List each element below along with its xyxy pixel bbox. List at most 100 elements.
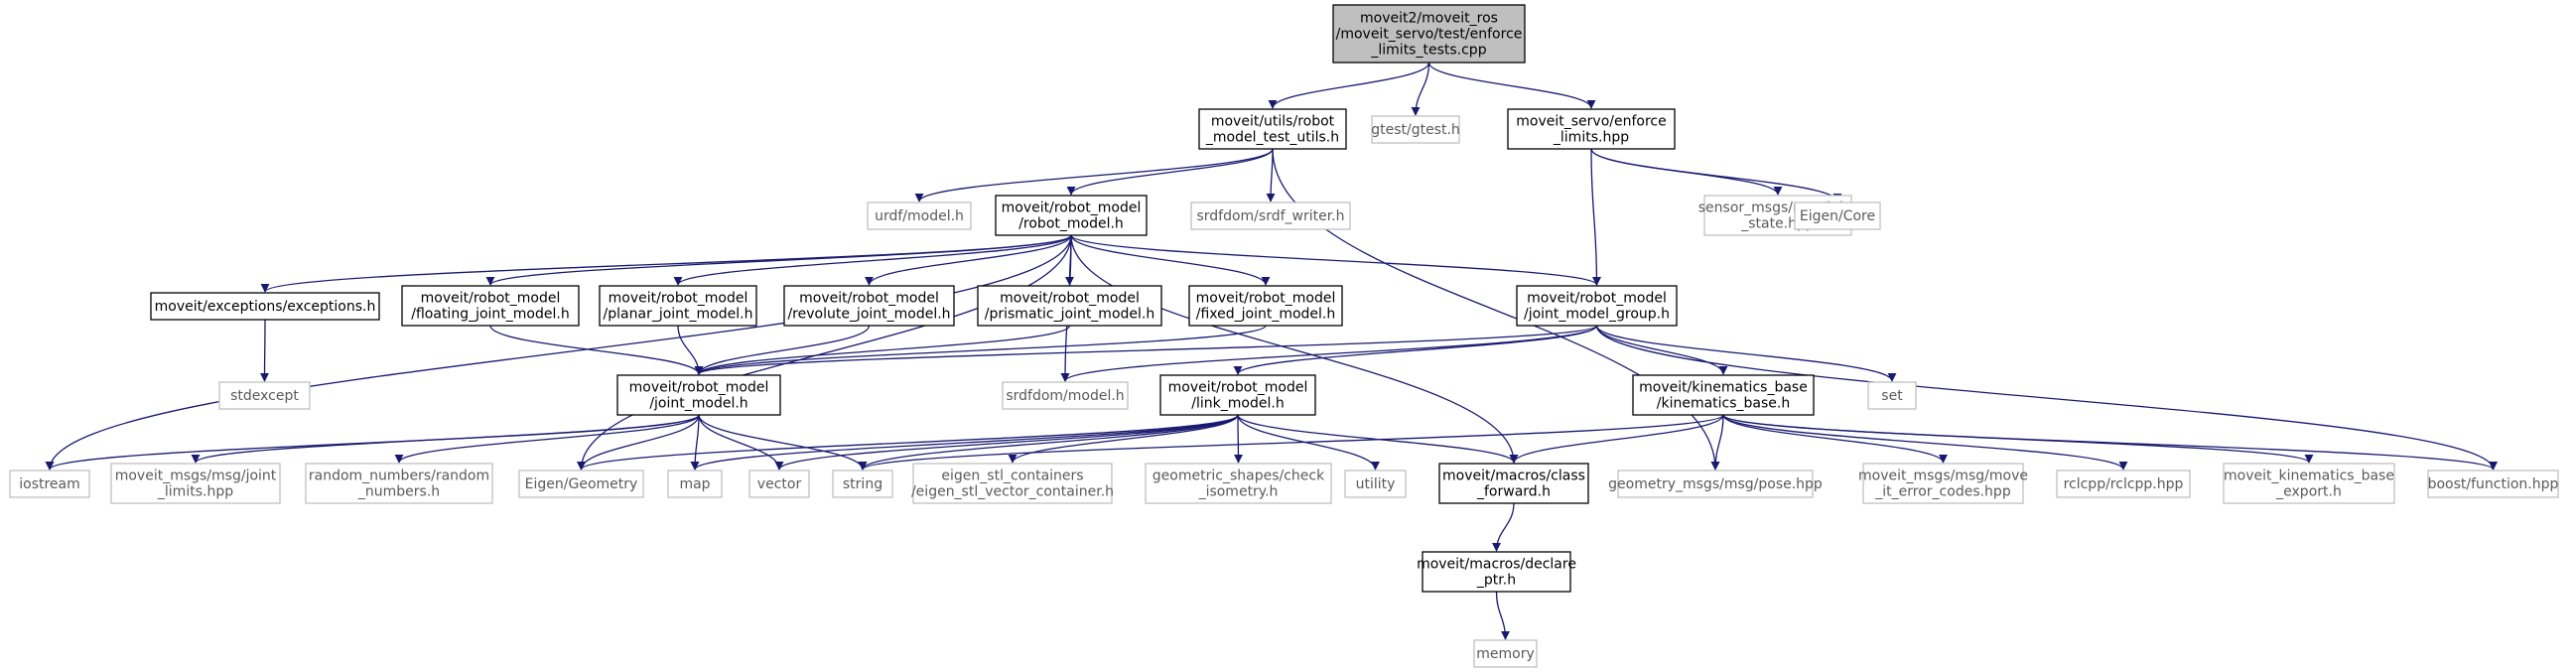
node-link-model[interactable]: moveit/robot_model/link_model.h	[1159, 374, 1316, 416]
node-check-isometry: geometric_shapes/check_isometry.h	[1145, 463, 1332, 504]
node-label: moveit/macros/class	[1442, 469, 1585, 484]
node-box	[1507, 108, 1676, 150]
node-box	[1344, 470, 1407, 498]
node-label: _limits_tests.cpp	[1370, 43, 1486, 59]
edge-kinematics-base-to-string	[858, 414, 1724, 470]
node-label: moveit_msgs/msg/move	[1858, 469, 2028, 484]
node-label: boost/function.hpp	[2428, 476, 2559, 492]
node-eigen-core: Eigen/Core	[1794, 202, 1881, 230]
node-exceptions[interactable]: moveit/exceptions/exceptions.h	[150, 292, 380, 321]
node-box	[867, 202, 972, 230]
edge-kinematics-base-to-pose	[1710, 414, 1724, 470]
node-box	[599, 285, 757, 327]
node-label: _forward.h	[1476, 484, 1551, 500]
node-label: rclcpp/rclcpp.hpp	[2064, 476, 2184, 492]
node-urdf-model: urdf/model.h	[867, 202, 972, 230]
node-label: /link_model.h	[1191, 396, 1284, 412]
edge-link-model-to-eigen-geometry	[577, 414, 1239, 470]
node-planar-joint[interactable]: moveit/robot_model/planar_joint_model.h	[599, 285, 757, 327]
node-label: _limits.hpp	[157, 484, 233, 500]
node-label: random_numbers/random	[309, 469, 489, 484]
node-floating-joint[interactable]: moveit/robot_model/floating_joint_model.…	[401, 285, 580, 327]
node-pose: geometry_msgs/msg/pose.hpp	[1608, 470, 1823, 498]
edge-declare-ptr-to-memory	[1495, 591, 1510, 640]
node-joint-limits: moveit_msgs/msg/joint_limits.hpp	[110, 463, 281, 504]
node-joint-model-group[interactable]: moveit/robot_model/joint_model_group.h	[1516, 285, 1678, 327]
node-class-forward[interactable]: moveit/macros/class_forward.h	[1438, 463, 1589, 504]
node-box	[9, 470, 90, 498]
edge-class-forward-to-declare-ptr	[1492, 502, 1515, 552]
node-box	[1190, 202, 1351, 230]
node-label: /planar_joint_model.h	[604, 307, 753, 323]
node-stdexcept: stdexcept	[218, 381, 311, 410]
node-string: string	[832, 470, 893, 498]
node-label: srdfdom/srdf_writer.h	[1196, 208, 1344, 224]
edge-joint-model-to-iostream	[45, 414, 700, 470]
node-label: /robot_model.h	[1018, 216, 1124, 232]
node-label: geometric_shapes/check	[1152, 469, 1325, 484]
node-label: moveit/robot_model	[1168, 380, 1308, 396]
node-box	[977, 285, 1162, 327]
node-box	[1632, 374, 1815, 416]
node-label: moveit/robot_model	[1000, 291, 1140, 307]
node-label: srdfdom/model.h	[1006, 388, 1124, 404]
node-box	[518, 470, 644, 498]
edge-robot-model-to-revolute-joint	[865, 234, 1072, 286]
node-label: moveit2/moveit_ros	[1360, 11, 1498, 27]
node-robot-model-test-utils[interactable]: moveit/utils/robot_model_test_utils.h	[1198, 108, 1347, 150]
node-root[interactable]: moveit2/moveit_ros/moveit_servo/test/enf…	[1332, 4, 1526, 64]
node-box	[1188, 285, 1343, 327]
edge-robot-model-test-utils-to-srdf-writer	[1266, 148, 1276, 202]
node-random-numbers: random_numbers/random_numbers.h	[305, 463, 493, 504]
node-label: /prismatic_joint_model.h	[985, 307, 1154, 323]
node-declare-ptr[interactable]: moveit/macros/declare_ptr.h	[1417, 551, 1576, 593]
node-box	[912, 463, 1113, 504]
node-joint-model[interactable]: moveit/robot_model/joint_model.h	[616, 374, 781, 416]
edge-kinematics-base-to-boost-function	[1722, 414, 2498, 470]
node-label: _numbers.h	[357, 484, 440, 500]
node-label: _ptr.h	[1476, 573, 1516, 589]
node-iostream: iostream	[9, 470, 90, 498]
node-label: moveit/robot_model	[799, 291, 939, 307]
node-kinematics-base[interactable]: moveit/kinematics_base/kinematics_base.h	[1632, 374, 1815, 416]
node-label: moveit_kinematics_base	[2224, 469, 2394, 484]
node-enforce-limits[interactable]: moveit_servo/enforce_limits.hpp	[1507, 108, 1676, 150]
edge-robot-model-to-iostream	[45, 234, 1072, 470]
node-label: _model_test_utils.h	[1205, 130, 1339, 146]
edge-enforce-limits-to-eigen-core	[1590, 148, 1842, 202]
node-box	[150, 292, 380, 321]
node-fixed-joint[interactable]: moveit/robot_model/fixed_joint_model.h	[1188, 285, 1343, 327]
node-label: /kinematics_base.h	[1657, 396, 1790, 412]
node-label: map	[679, 476, 710, 492]
edge-robot-model-test-utils-to-urdf-model	[914, 148, 1274, 202]
node-box	[667, 470, 723, 498]
node-box	[1862, 463, 2024, 504]
node-label: _export.h	[2275, 484, 2342, 500]
node-revolute-joint[interactable]: moveit/robot_model/revolute_joint_model.…	[783, 285, 955, 327]
node-kinematics-base-export: moveit_kinematics_base_export.h	[2223, 463, 2395, 504]
node-gtest: gtest/gtest.h	[1371, 115, 1460, 144]
edge-kinematics-base-to-move-it-error-codes	[1722, 414, 1948, 464]
node-box	[1794, 202, 1881, 230]
node-label: moveit/robot_model	[1196, 291, 1336, 307]
node-label: Eigen/Geometry	[525, 476, 638, 492]
node-eigen-stl: eigen_stl_containers/eigen_stl_vector_co…	[911, 463, 1114, 504]
node-label: moveit/robot_model	[609, 291, 748, 307]
edge-joint-model-group-to-link-model	[1233, 325, 1598, 375]
edge-joint-model-to-map	[690, 414, 700, 470]
node-label: moveit/robot_model	[629, 380, 769, 396]
node-box	[748, 470, 810, 498]
node-box	[2427, 470, 2559, 498]
node-srdf-writer: srdfdom/srdf_writer.h	[1190, 202, 1351, 230]
edge-link-model-to-eigen-stl	[1008, 414, 1239, 464]
node-box	[1332, 4, 1526, 64]
edge-robot-model-to-fixed-joint	[1070, 234, 1271, 286]
node-prismatic-joint[interactable]: moveit/robot_model/prismatic_joint_model…	[977, 285, 1162, 327]
node-boost-function: boost/function.hpp	[2427, 470, 2559, 498]
edge-kinematics-base-to-class-forward	[1509, 414, 1724, 464]
edge-link-model-to-check-isometry	[1233, 414, 1243, 464]
node-robot-model[interactable]: moveit/robot_model/robot_model.h	[995, 195, 1148, 236]
edge-joint-model-group-to-srdf-model	[1060, 325, 1598, 382]
node-label: moveit_msgs/msg/joint	[115, 469, 277, 484]
